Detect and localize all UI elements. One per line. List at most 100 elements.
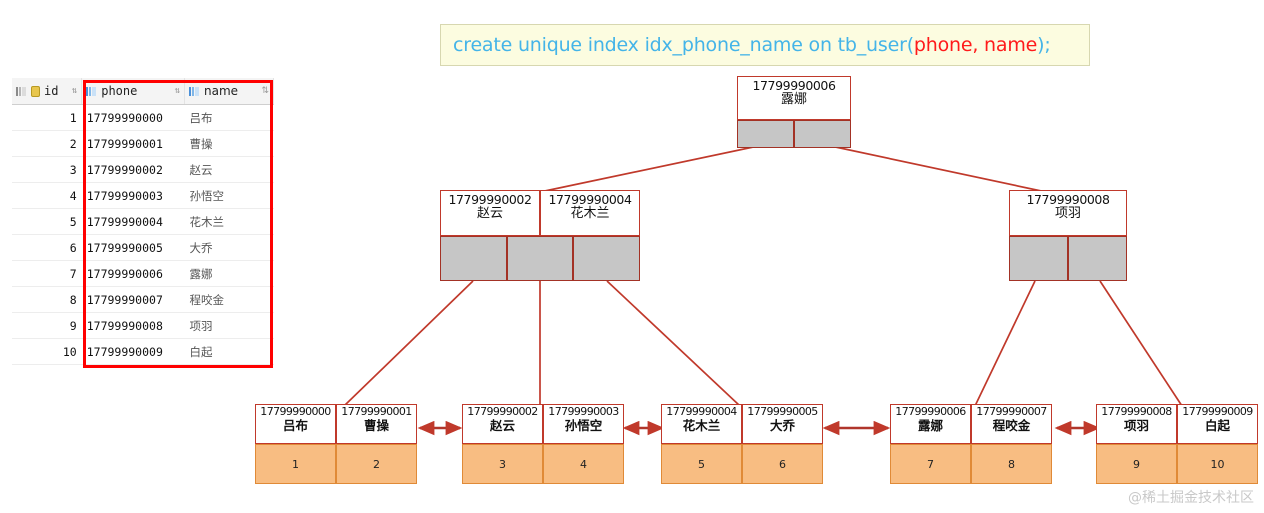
key-name: 花木兰: [682, 417, 721, 433]
key-name: 项羽: [1123, 417, 1149, 433]
node-pointer-cell: [737, 120, 794, 148]
key-phone: 17799990006: [895, 405, 966, 418]
node-pointer-cell: [440, 236, 507, 281]
key-phone: 17799990005: [747, 405, 818, 418]
key-phone: 17799990009: [1182, 405, 1253, 418]
node-pointer-cell: [573, 236, 640, 281]
key-phone: 17799990006: [752, 78, 836, 93]
sort-arrows-icon-name[interactable]: ⇅: [261, 85, 269, 96]
table-cell-phone: 17799990006: [81, 260, 185, 287]
key-name: 孙悟空: [564, 417, 603, 433]
key-phone: 17799990001: [341, 405, 412, 418]
key-phone: 17799990002: [467, 405, 538, 418]
key-name: 白起: [1204, 417, 1230, 433]
column-header-id[interactable]: id ⇅: [12, 78, 83, 105]
sql-statement-banner: create unique index idx_phone_name on tb…: [440, 24, 1090, 66]
grid-icon-name: [189, 86, 200, 97]
table-cell-id: 6: [12, 234, 82, 261]
table-cell-id: 2: [12, 130, 82, 157]
node-pointer-cell: [506, 236, 574, 281]
table-cell-phone: 17799990007: [81, 286, 185, 313]
key-name: 曹操: [363, 417, 389, 433]
key-name: 赵云: [489, 417, 515, 433]
key-name: 花木兰: [570, 206, 610, 222]
table-cell-name: 曹操: [184, 130, 274, 157]
key-phone: 17799990000: [260, 405, 331, 418]
grid-icon-phone: [86, 86, 97, 97]
table-cell-id: 9: [12, 312, 82, 339]
column-header-name-label: name: [204, 84, 239, 98]
leaf-rowid-cell: 7: [890, 444, 971, 484]
key-phone: 17799990004: [666, 405, 737, 418]
table-cell-id: 1: [12, 104, 82, 131]
table-cell-name: 程咬金: [184, 286, 274, 313]
table-cell-id: 3: [12, 156, 82, 183]
key-phone: 17799990008: [1026, 192, 1110, 207]
table-cell-id: 5: [12, 208, 82, 235]
table-cell-name: 大乔: [184, 234, 274, 261]
sort-arrows-icon-phone[interactable]: ⇅: [174, 85, 181, 96]
table-cell-name: 花木兰: [184, 208, 274, 235]
leaf-rowid-cell: 4: [543, 444, 624, 484]
table-cell-phone: 17799990004: [81, 208, 185, 235]
key-name: 露娜: [780, 92, 807, 108]
key-name: 大乔: [769, 417, 795, 433]
table-cell-name: 白起: [184, 338, 274, 365]
sql-suffix: );: [1037, 34, 1051, 56]
node-pointer-cell: [794, 120, 851, 148]
sort-arrows-icon-id[interactable]: ⇅: [71, 85, 78, 96]
leaf-rowid-cell: 5: [661, 444, 742, 484]
key-name: 吕布: [282, 417, 308, 433]
leaf-rowid-cell: 8: [971, 444, 1052, 484]
key-icon: [31, 85, 40, 97]
node-pointer-cell: [1068, 236, 1127, 281]
leaf-rowid-cell: 10: [1177, 444, 1258, 484]
key-phone: 17799990002: [448, 192, 532, 207]
table-cell-phone: 17799990005: [81, 234, 185, 261]
node-pointer-row: [737, 120, 851, 148]
table-cell-name: 吕布: [184, 104, 274, 131]
key-phone: 17799990008: [1101, 405, 1172, 418]
leaf-rowid-cell: 1: [255, 444, 336, 484]
table-cell-id: 4: [12, 182, 82, 209]
table-cell-name: 孙悟空: [184, 182, 274, 209]
key-phone: 17799990003: [548, 405, 619, 418]
key-phone: 17799990007: [976, 405, 1047, 418]
leaf-rowid-cell: 2: [336, 444, 417, 484]
grid-icon-id: [16, 86, 27, 97]
